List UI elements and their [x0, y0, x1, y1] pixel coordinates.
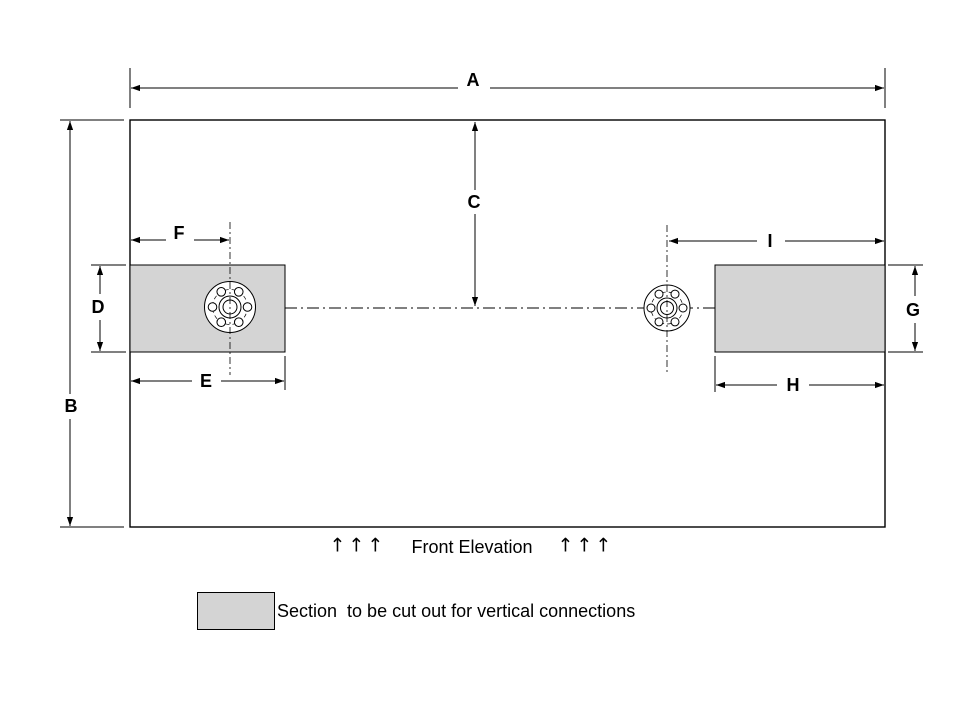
- dimension-a: [129, 68, 886, 108]
- bolt-hole: [233, 317, 244, 328]
- right-flange: [643, 225, 691, 375]
- bolt-hole: [242, 302, 253, 312]
- dim-label-i: I: [767, 231, 773, 251]
- dimension-b: [60, 119, 124, 528]
- bolt-hole: [646, 303, 656, 313]
- bolt-hole: [654, 317, 664, 327]
- bolt-hole: [678, 303, 688, 313]
- left-flange: [204, 222, 256, 375]
- dim-label-d: D: [91, 297, 105, 317]
- dim-label-h: H: [786, 375, 800, 395]
- front-elevation-label: Front Elevation: [411, 537, 533, 557]
- dim-label-g: G: [905, 300, 921, 320]
- bolt-hole: [670, 317, 680, 327]
- dimension-h: [714, 356, 884, 392]
- legend-swatch: [197, 592, 275, 630]
- dim-label-e: E: [199, 371, 213, 391]
- bolt-hole: [216, 287, 227, 297]
- dimension-g: [888, 264, 923, 353]
- bolt-hole: [233, 287, 244, 297]
- dim-label-c: C: [467, 192, 481, 212]
- up-arrows-left-icon: ↑↑↑: [329, 534, 387, 557]
- bolt-hole: [670, 289, 680, 299]
- bolt-hole: [216, 317, 227, 328]
- right-cutout-section: [714, 264, 886, 353]
- bolt-hole: [207, 302, 218, 312]
- dimension-d: [91, 264, 126, 353]
- dim-label-f: F: [173, 223, 185, 243]
- dimension-e: [131, 356, 286, 390]
- dim-label-b: B: [64, 396, 78, 416]
- legend-text: Section to be cut out for vertical conne…: [277, 601, 636, 621]
- dim-label-a: A: [466, 70, 480, 90]
- bolt-hole: [654, 289, 664, 299]
- up-arrows-right-icon: ↑↑↑: [557, 534, 615, 557]
